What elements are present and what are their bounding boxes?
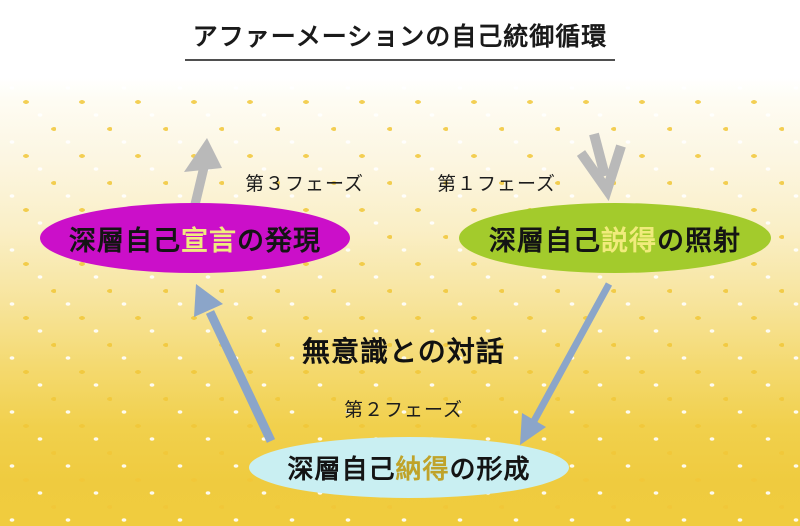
node-deep-self-declaration: 深層自己宣言の発現 bbox=[40, 203, 350, 273]
node-text-prefix: 深層自己 bbox=[287, 454, 396, 484]
center-dialogue-label: 無意識との対話 bbox=[302, 336, 505, 367]
node-text-highlight: 納得 bbox=[395, 454, 450, 484]
node-text-suffix: の形成 bbox=[449, 454, 531, 484]
node-text-suffix: の発現 bbox=[237, 225, 321, 256]
page-title: アファーメーションの自己統御循環 bbox=[184, 17, 616, 61]
phase3-label: 第３フェーズ bbox=[245, 174, 365, 195]
phase1-label: 第１フェーズ bbox=[437, 174, 557, 195]
node-text-highlight: 説得 bbox=[601, 225, 657, 256]
node-text-prefix: 深層自己 bbox=[489, 225, 601, 256]
node-deep-self-persuasion: 深層自己説得の照射 bbox=[459, 203, 771, 273]
node-text-suffix: の照射 bbox=[657, 225, 741, 256]
node-text-highlight: 宣言 bbox=[181, 225, 237, 256]
title-bar: アファーメーションの自己統御循環 bbox=[0, 17, 800, 61]
node-deep-self-consent: 深層自己納得の形成 bbox=[249, 437, 569, 498]
phase2-label: 第２フェーズ bbox=[344, 400, 464, 421]
node-text-prefix: 深層自己 bbox=[69, 225, 181, 256]
